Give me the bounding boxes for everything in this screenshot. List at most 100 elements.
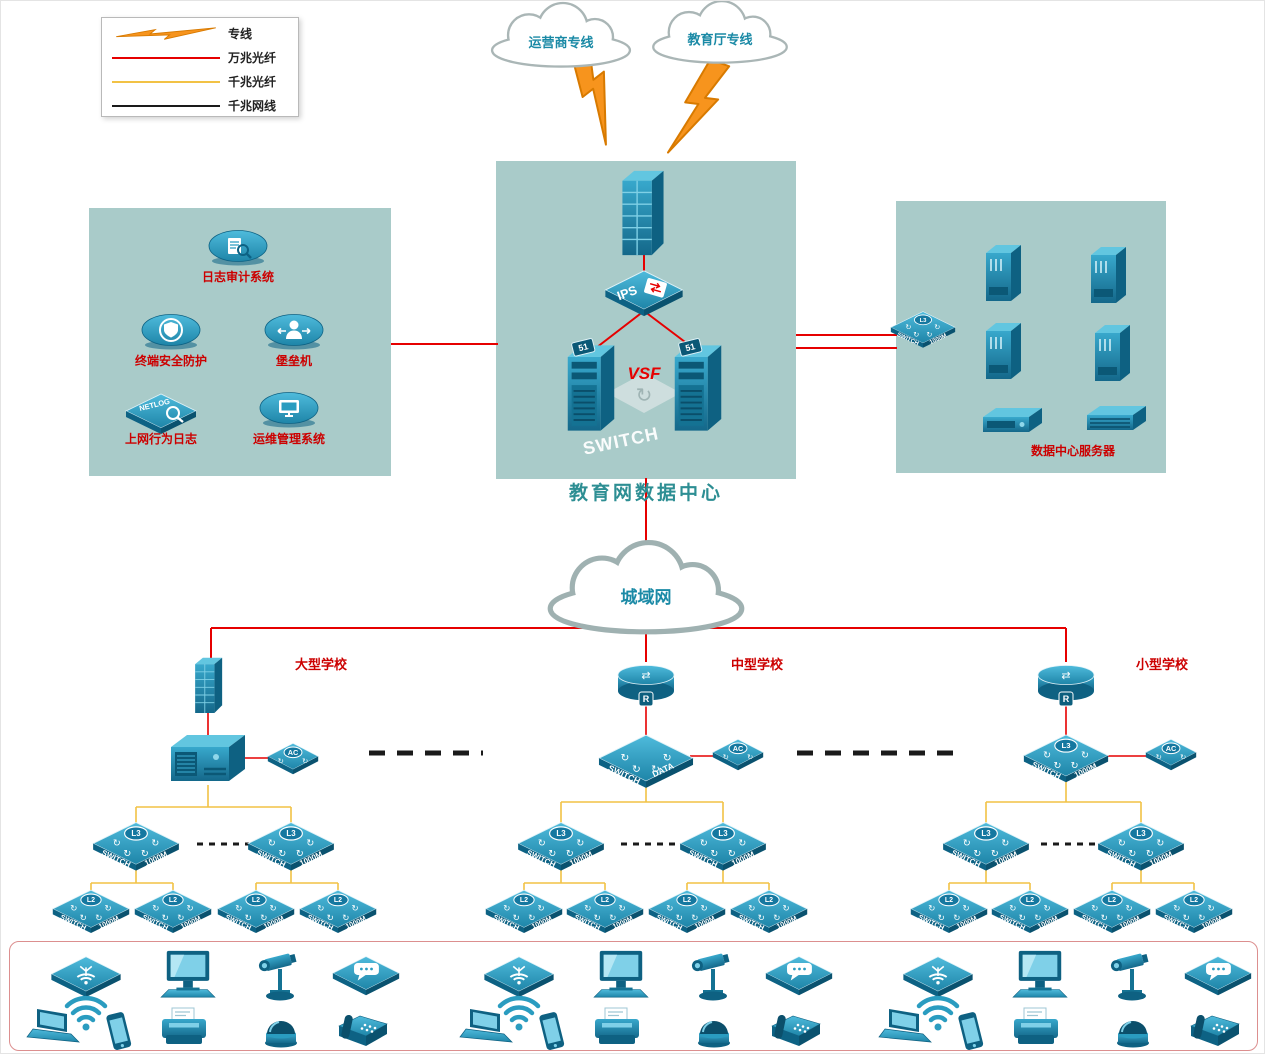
dome-camera-g3: [1111, 1007, 1155, 1049]
core-server-1-icon: 51: [567, 338, 615, 431]
small-school-router: ⇄R: [1034, 661, 1098, 709]
smartphone-g1: [101, 1009, 137, 1053]
wlan-ap-g2: [482, 951, 556, 1001]
svg-text:IPS: IPS: [615, 283, 639, 303]
svg-text:↻: ↻: [619, 904, 626, 914]
svg-text:↻: ↻: [953, 914, 960, 924]
desktop-pc-g3-icon: [1012, 950, 1068, 998]
svg-text:↻: ↻: [1001, 838, 1009, 849]
svg-text:↻: ↻: [710, 849, 718, 860]
svg-text:↻: ↻: [758, 914, 765, 924]
printer-g3: [1009, 1005, 1063, 1049]
svg-text:↻: ↻: [1081, 750, 1089, 761]
svg-text:L2: L2: [765, 897, 773, 904]
svg-text:↻: ↻: [1043, 750, 1051, 761]
svg-text:↻: ↻: [1091, 904, 1098, 914]
svg-text:↻: ↻: [1116, 914, 1123, 924]
lightning-bolt-education: [666, 58, 731, 154]
large-school-firewall-icon: [195, 657, 223, 713]
cctv-camera-g3-icon: [1110, 953, 1149, 1001]
cloud-man-label: 城域网: [620, 587, 672, 607]
main-firewall-icon: [622, 170, 664, 256]
chat-terminal-g1-icon: [332, 956, 400, 996]
laptop-g3: [877, 1007, 933, 1047]
svg-text:↻: ↻: [342, 914, 349, 924]
wlan-ap-g3-icon: [902, 956, 974, 998]
svg-text:↻: ↻: [609, 914, 616, 924]
laptop-g2-icon: [459, 1009, 513, 1043]
svg-text:↻: ↻: [352, 904, 359, 914]
ops-management-device-icon: [259, 392, 319, 428]
svg-text:L2: L2: [87, 897, 95, 904]
svg-text:↻: ↻: [1034, 914, 1041, 924]
desktop-pc-g1: [159, 949, 217, 1003]
svg-text:↻: ↻: [1208, 904, 1215, 914]
cloud-education-icon: [652, 1, 788, 64]
svg-text:L2: L2: [1190, 897, 1198, 904]
svg-text:↻: ↻: [576, 838, 584, 849]
svg-text:↻: ↻: [1044, 904, 1051, 914]
chat-terminal-g2-icon: [765, 956, 833, 996]
legend-item-cable-1g: 千兆网线: [112, 97, 288, 114]
desk-phone-g2-icon: [771, 1014, 821, 1046]
large-school-firewall: [190, 655, 226, 717]
svg-text:↻: ↻: [594, 914, 601, 924]
medium-school-router: ⇄R: [614, 661, 678, 709]
svg-text:↻: ↻: [296, 849, 304, 860]
svg-text:↻: ↻: [663, 752, 672, 764]
dashed-links: [197, 750, 1099, 846]
legend-line-icon: [112, 56, 220, 59]
legend-item-dedicated-line: 专线: [112, 25, 288, 42]
dome-camera-g3-icon: [1117, 1021, 1149, 1048]
svg-text:↻: ↻: [906, 322, 912, 331]
svg-text:L2: L2: [945, 897, 953, 904]
svg-text:↻: ↻: [302, 757, 308, 766]
svg-text:↻: ↻: [566, 849, 574, 860]
svg-text:↻: ↻: [1173, 904, 1180, 914]
legend-item-label: 千兆网线: [228, 99, 277, 113]
netlog-device-icon: NETLOG: [125, 393, 197, 434]
dc-server-1-icon: [986, 245, 1021, 301]
smartphone-g2: [534, 1009, 570, 1053]
svg-text:↻: ↻: [162, 914, 169, 924]
medium-school-label: 中型学校: [730, 657, 783, 672]
svg-text:↻: ↻: [1126, 904, 1133, 914]
svg-text:↻: ↻: [747, 753, 753, 762]
svg-text:↻: ↻: [503, 904, 510, 914]
dc-rack-1: [980, 401, 1046, 439]
svg-text:R: R: [1063, 694, 1070, 704]
svg-text:↻: ↻: [278, 757, 284, 766]
svg-text:↻: ↻: [177, 914, 184, 924]
cloud-education: 教育厅专线: [645, 1, 795, 67]
svg-text:↻: ↻: [513, 914, 520, 924]
svg-text:↻: ↻: [306, 838, 314, 849]
svg-text:L3: L3: [1136, 829, 1146, 838]
svg-text:↻: ↻: [80, 914, 87, 924]
wifi-signal-g3: [911, 989, 965, 1035]
svg-text:↻: ↻: [1071, 760, 1079, 771]
printer-g1-icon: [162, 1007, 206, 1044]
small-school-ac: ↻↻AC: [1145, 735, 1197, 773]
svg-text:↻: ↻: [651, 764, 660, 776]
svg-text:↻: ↻: [151, 838, 159, 849]
red-links-thin: [207, 692, 1147, 759]
desk-phone-g1-icon: [338, 1014, 388, 1046]
smartphone-g2-icon: [539, 1012, 565, 1050]
